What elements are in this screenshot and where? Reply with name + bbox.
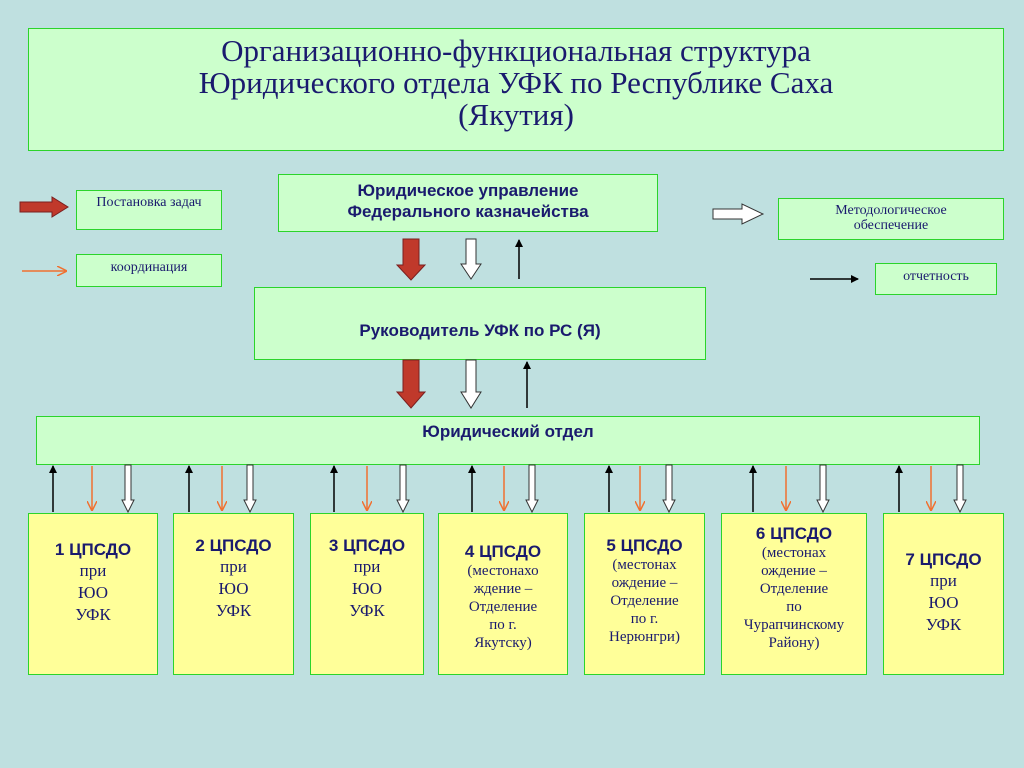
unit-line: (местонах [761, 545, 827, 561]
legend-coordination-box: координация [76, 254, 222, 287]
unit-line: ЮО [928, 593, 959, 612]
unit-line: Нерюнгри) [609, 629, 680, 645]
unit-line: (местонахо [467, 563, 539, 579]
title-line-1: Организационно-функциональная структура [221, 33, 811, 68]
methodology-arrow [525, 464, 539, 514]
unit-title: 7 ЦПСДО [905, 550, 982, 569]
unit-line: ЮО [352, 579, 382, 598]
unit-line: при [220, 557, 247, 576]
tasks-arrow [395, 359, 427, 409]
treasury-legal-department-box: Юридическое управление Федерального казн… [278, 174, 658, 232]
unit-line: Отделение [610, 593, 679, 609]
unit-line: при [353, 557, 381, 576]
unit-line: Отделение [759, 581, 829, 597]
unit-box-5: 5 ЦПСДО (местонах ождение – Отделение по… [584, 513, 705, 675]
unit-line: Чурапчинскому [743, 617, 845, 633]
methodology-arrow [396, 464, 410, 514]
title-line-3: (Якутия) [458, 97, 574, 132]
red-block-arrow-icon [19, 196, 69, 218]
unit-line: ждение – [473, 581, 533, 597]
unit-box-2: 2 ЦПСДО при ЮО УФК [173, 513, 294, 675]
unit-line: по г. [489, 617, 517, 633]
legend-coordination-label: координация [110, 260, 188, 275]
unit-title: 6 ЦПСДО [755, 524, 833, 543]
methodology-arrow [121, 464, 135, 514]
unit-line: по [786, 599, 802, 615]
unit-title: 1 ЦПСДО [54, 540, 132, 559]
ufk-head-box: Руководитель УФК по РС (Я) [254, 287, 706, 360]
unit-title: 5 ЦПСДО [606, 536, 683, 555]
legend-methodology-box: Методологическое обеспечение [778, 198, 1004, 240]
unit-line: УФК [925, 615, 962, 634]
methodology-arrow [460, 238, 482, 280]
legend-methodology-label: Методологическое обеспечение [835, 203, 947, 233]
unit-line: при [79, 561, 107, 580]
treasury-legal-department-label: Юридическое управление Федерального казн… [279, 175, 657, 222]
methodology-arrow [460, 359, 482, 409]
legal-department-label: Юридический отдел [422, 422, 594, 441]
title-box: Организационно-функциональная структура … [28, 28, 1004, 151]
unit-line: Якутску) [474, 635, 532, 651]
legend-tasks-label: Постановка задач [96, 195, 202, 210]
unit-line: ождение – [611, 575, 678, 591]
legend-reporting-label: отчетность [903, 269, 969, 284]
hollow-arrow-icon [712, 203, 765, 225]
unit-line: ЮО [218, 579, 249, 598]
title-line-2: Юридического отдела УФК по Республике Са… [198, 65, 834, 100]
unit-line: Отделение [468, 599, 538, 615]
unit-box-7: 7 ЦПСДО при ЮО УФК [883, 513, 1004, 675]
page-title: Организационно-функциональная структура … [29, 35, 1003, 131]
methodology-arrow [662, 464, 676, 514]
unit-line: Району) [768, 635, 820, 651]
unit-box-1: 1 ЦПСДО при ЮО УФК [28, 513, 158, 675]
legend-reporting-box: отчетность [875, 263, 997, 295]
unit-line: УФК [349, 601, 385, 620]
legal-department-box: Юридический отдел [36, 416, 980, 465]
unit-line: ождение – [761, 563, 827, 579]
unit-line: при [930, 571, 957, 590]
unit-line: ЮО [78, 583, 108, 602]
unit-box-6: 6 ЦПСДО (местонах ождение – Отделение по… [721, 513, 867, 675]
tasks-arrow [395, 238, 427, 281]
unit-title: 4 ЦПСДО [464, 542, 542, 561]
unit-line: УФК [215, 601, 252, 620]
ufk-head-label: Руководитель УФК по РС (Я) [359, 321, 601, 340]
unit-line: УФК [75, 605, 111, 624]
treasury-line-1: Юридическое управление [357, 181, 579, 200]
methodology-arrow [243, 464, 257, 514]
unit-title: 3 ЦПСДО [328, 536, 406, 555]
methodology-arrow [953, 464, 967, 514]
unit-title: 2 ЦПСДО [195, 536, 272, 555]
legend-tasks-box: Постановка задач [76, 190, 222, 230]
unit-line: (местонах [612, 557, 677, 573]
unit-box-3: 3 ЦПСДО при ЮО УФК [310, 513, 424, 675]
methodology-arrow [816, 464, 830, 514]
unit-line: по г. [630, 611, 659, 627]
treasury-line-2: Федерального казначейства [347, 202, 589, 221]
unit-box-4: 4 ЦПСДО (местонахо ждение – Отделение по… [438, 513, 568, 675]
